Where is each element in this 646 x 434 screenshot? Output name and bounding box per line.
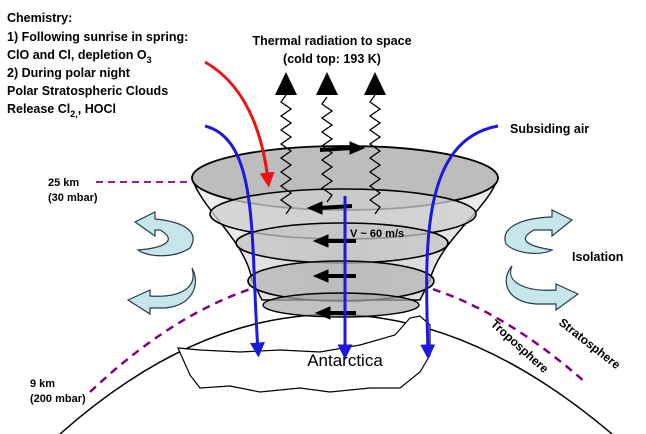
thermal-label-line-1: Thermal radiation to space bbox=[252, 34, 411, 48]
chemistry-line-2: ClO and Cl, depletion O3 bbox=[7, 48, 152, 65]
tropopause-dashed-line bbox=[89, 272, 587, 393]
isolation-arrows bbox=[126, 209, 580, 316]
troposphere-label: Troposphere bbox=[488, 317, 552, 376]
right-subsiding-arrow bbox=[420, 124, 499, 360]
circulation-arrows bbox=[306, 141, 366, 320]
thermal-label-line-2: (cold top: 193 K) bbox=[283, 52, 381, 66]
km25-pressure: (30 mbar) bbox=[48, 192, 98, 204]
chemistry-line-3: 2) During polar night bbox=[7, 66, 131, 80]
antarctica-outline bbox=[177, 315, 431, 393]
chemistry-line-1: 1) Following sunrise in spring: bbox=[7, 30, 188, 44]
velocity-label: V ~ 60 m/s bbox=[350, 228, 404, 240]
chemistry-line-4: Polar Stratospheric Clouds bbox=[7, 84, 168, 98]
isolation-arrow-right-bottom bbox=[505, 265, 580, 312]
chemistry-line-5: Release Cl2,, HOCl bbox=[7, 102, 116, 119]
vortex-ring-bottom bbox=[262, 292, 420, 318]
chemistry-arrow bbox=[204, 60, 275, 188]
thermal-radiation-arrows bbox=[279, 94, 382, 215]
isolation-arrow-left-top bbox=[133, 211, 194, 257]
km25-altitude: 25 km bbox=[48, 177, 79, 189]
thermal-arrowheads bbox=[275, 72, 386, 95]
km9-pressure: (200 mbar) bbox=[30, 393, 86, 405]
isolation-arrow-right-top bbox=[504, 209, 574, 254]
isolation-arrow-left-bottom bbox=[126, 267, 196, 316]
subsiding-air-label: Subsiding air bbox=[510, 122, 589, 136]
isolation-label: Isolation bbox=[572, 250, 623, 264]
stratosphere-label: Stratosphere bbox=[556, 315, 623, 372]
km9-altitude: 9 km bbox=[30, 378, 55, 390]
chemistry-heading: Chemistry: bbox=[7, 11, 72, 25]
antarctica-label: Antarctica bbox=[307, 351, 383, 370]
left-subsiding-arrow bbox=[204, 124, 265, 358]
